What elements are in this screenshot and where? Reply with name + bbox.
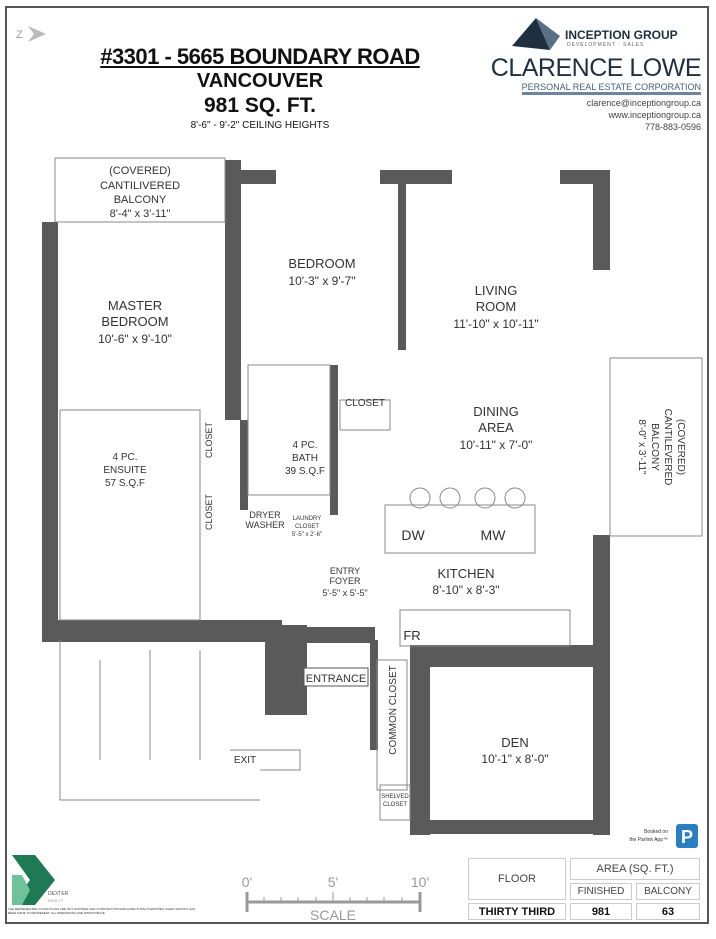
page-frame xyxy=(5,6,709,924)
living-room-label: ROOM xyxy=(476,299,516,314)
floor-header: FLOOR xyxy=(468,858,566,900)
scale-tick-10: 10' xyxy=(411,874,429,890)
city-title: VANCOUVER xyxy=(196,70,324,92)
company-sub: DEVELOPMENT · SALES xyxy=(567,42,645,48)
closet-label: CLOSET xyxy=(204,493,214,530)
disclaimer: THE REPRESENTED FLOOR PLANS ARE NOT SUIT… xyxy=(8,907,196,915)
balcony-top-dimensions: 8'-4" x 3'-11" xyxy=(110,208,171,220)
entry-foyer-dimensions: 5'-5" x 5'-5" xyxy=(322,588,367,598)
common-closet-label: COMMON CLOSET xyxy=(388,665,399,754)
scale-tick-0: 0' xyxy=(242,874,252,890)
bedroom-label: BEDROOM xyxy=(288,256,355,271)
den-label: DEN xyxy=(501,735,528,750)
walls xyxy=(42,160,610,835)
laundry-closet-dimensions: 5'-5" x 2'-6" xyxy=(292,532,322,538)
master-bedroom-dimensions: 10'-6" x 9'-10" xyxy=(98,332,172,346)
entrance-label: ENTRANCE xyxy=(306,673,367,685)
balcony-top-label: CANTILIVERED xyxy=(100,180,180,192)
entry-foyer-label: ENTRY xyxy=(330,566,360,576)
address-title: #3301 - 5665 BOUNDARY ROAD xyxy=(100,44,420,69)
master-bedroom-label: BEDROOM xyxy=(101,314,168,329)
ensuite-label: ENSUITE xyxy=(103,465,147,476)
balcony-right-label: CANTILEVERED xyxy=(662,409,673,486)
balcony-right-dimensions: 8'-0" x 3'-11" xyxy=(636,419,647,475)
dining-area-label: AREA xyxy=(478,420,514,435)
living-room-label: LIVING xyxy=(475,283,518,298)
bedroom-dimensions: 10'-3" x 9'-7" xyxy=(288,274,355,288)
developer-logo: DEXTER REALTY xyxy=(12,855,69,905)
finished-value: 981 xyxy=(570,903,632,920)
balcony-header: BALCONY xyxy=(636,883,700,900)
parking-text: the Parlink App™ xyxy=(629,837,668,843)
agent-website[interactable]: www.inceptiongroup.ca xyxy=(608,110,701,120)
closet-label: CLOSET xyxy=(345,398,385,409)
master-bedroom-label: MASTER xyxy=(108,298,162,313)
kitchen-label: KITCHEN xyxy=(437,566,494,581)
closet-label: CLOSET xyxy=(204,421,214,458)
area-header: AREA (SQ. FT.) xyxy=(570,858,700,880)
kitchen-dimensions: 8'-10" x 8'-3" xyxy=(432,583,499,597)
balcony-top-label: (COVERED) xyxy=(109,165,171,177)
developer-sub: REALTY xyxy=(48,898,64,903)
area-title: 981 SQ. FT. xyxy=(203,94,317,117)
finished-header: FINISHED xyxy=(570,883,632,900)
agent-email[interactable]: clarence@inceptiongroup.ca xyxy=(586,98,701,108)
scale-tick-5: 5' xyxy=(328,874,338,890)
balcony-value: 63 xyxy=(636,903,700,920)
shelved-closet-label: CLOSET xyxy=(383,802,407,808)
shelved-closet-label: SHELVED xyxy=(381,794,409,800)
scale-bar: 0' 5' 10' SCALE xyxy=(242,874,429,923)
parking-icon: P xyxy=(681,827,693,847)
balcony-top-label: BALCONY xyxy=(114,194,167,206)
balcony-right-label: (COVERED) xyxy=(675,419,686,475)
room-labels: (COVERED) CANTILIVERED BALCONY 8'-4" x 3… xyxy=(98,165,686,808)
scale-label: SCALE xyxy=(310,907,356,923)
agent-phone: 778-883-0596 xyxy=(644,122,701,132)
dining-area-dimensions: 10'-11" x 7'-0" xyxy=(460,438,533,452)
svg-text:Z: Z xyxy=(16,29,23,41)
entry-foyer-label: FOYER xyxy=(329,576,361,586)
north-arrow-icon: Z xyxy=(16,26,46,42)
bath-area: 39 S.Q.F xyxy=(285,466,325,477)
pyramid-logo-icon xyxy=(512,18,560,50)
microwave-label: MW xyxy=(481,527,507,543)
dryer-label: DRYER xyxy=(249,510,281,520)
dishwasher-label: DW xyxy=(401,527,425,543)
ensuite-area: 57 S.Q.F xyxy=(105,478,145,489)
fridge-label: FR xyxy=(403,628,420,643)
dining-area-label: DINING xyxy=(473,404,519,419)
living-room-dimensions: 11'-10" x 10'-11" xyxy=(453,317,538,331)
agent-corporation: PERSONAL REAL ESTATE CORPORATION xyxy=(521,82,701,95)
bath-label: BATH xyxy=(292,453,318,464)
company-name: INCEPTION GROUP xyxy=(565,28,678,42)
laundry-closet-label: LAUNDRY xyxy=(293,516,322,522)
laundry-closet-label: CLOSET xyxy=(295,524,319,530)
parking-badge: P Booked on the Parlink App™ xyxy=(629,824,698,848)
ensuite-label: 4 PC. xyxy=(112,452,137,463)
balcony-right-label: BALCONY xyxy=(649,423,660,471)
den-dimensions: 10'-1" x 8'-0" xyxy=(481,752,548,766)
exit-label: EXIT xyxy=(234,755,256,766)
floor-value: THIRTY THIRD xyxy=(468,903,566,920)
developer-name: DEXTER xyxy=(48,891,69,897)
area-table: FLOOR AREA (SQ. FT.) FINISHED BALCONY TH… xyxy=(468,858,702,920)
bath-label: 4 PC. xyxy=(292,440,317,451)
parking-text: Booked on xyxy=(644,829,668,835)
washer-label: WASHER xyxy=(245,520,285,530)
ceiling-heights: 8'-6" - 9'-2" CEILING HEIGHTS xyxy=(190,120,330,131)
agent-name: CLARENCE LOWE xyxy=(490,54,702,82)
